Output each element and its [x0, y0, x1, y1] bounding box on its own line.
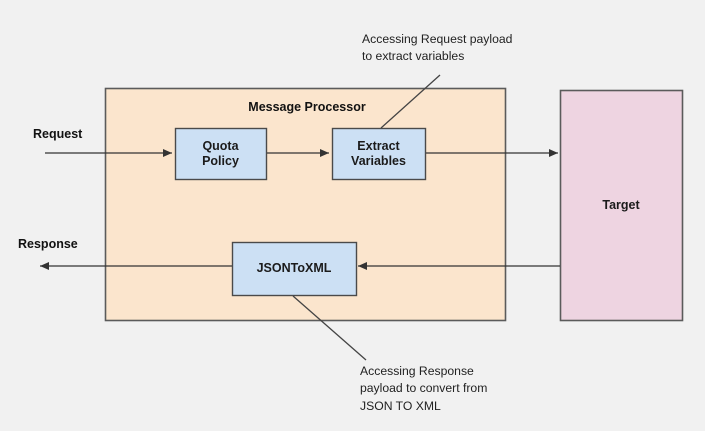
- quota-policy-box[interactable]: [174, 127, 268, 181]
- leader-line-response-note: [292, 295, 367, 361]
- target-container[interactable]: [559, 89, 684, 322]
- message-processor-title: Message Processor: [248, 100, 366, 114]
- request-flow-label: Request: [33, 127, 83, 141]
- annotation-response-payload: Accessing Response payload to convert fr…: [360, 364, 488, 413]
- leader-line-request-note: [380, 74, 441, 129]
- response-flow-label: Response: [18, 237, 78, 251]
- extract-variables-box[interactable]: [331, 127, 427, 181]
- annotation-request-payload: Accessing Request payload to extract var…: [362, 32, 513, 64]
- jsontoxml-box[interactable]: [231, 241, 358, 297]
